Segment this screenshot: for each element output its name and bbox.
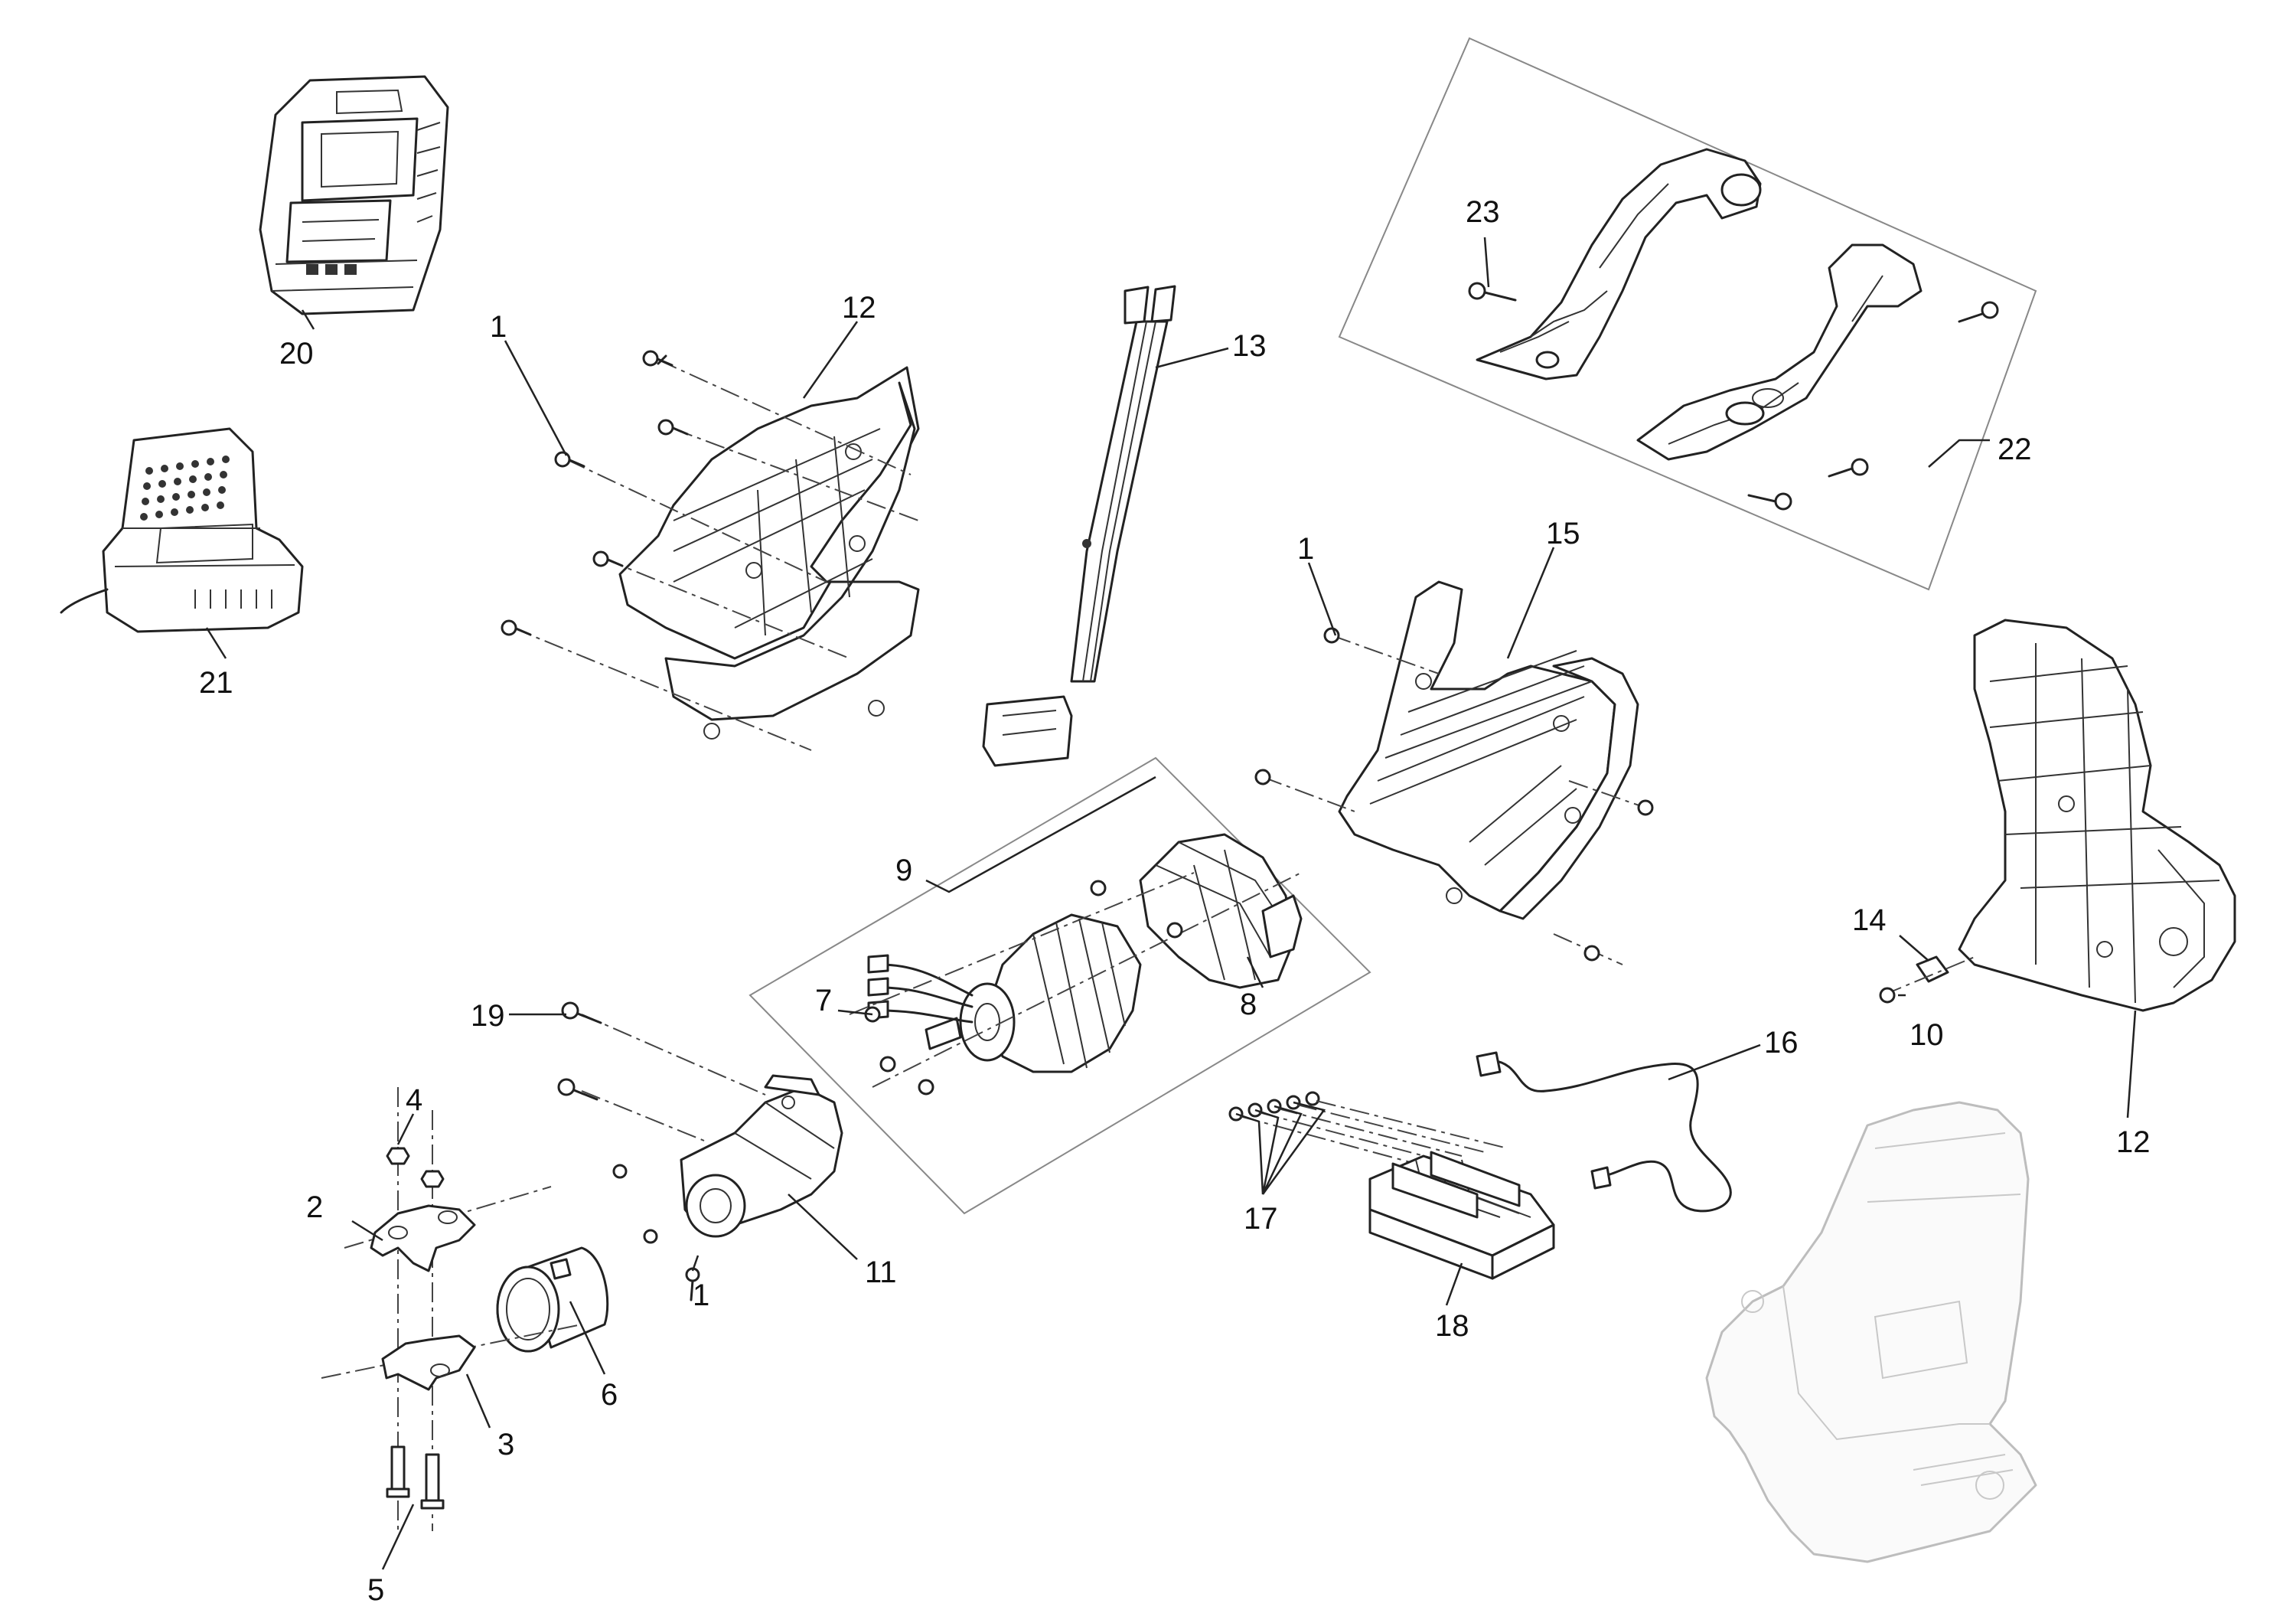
sleeve-part	[496, 1246, 609, 1353]
callout-2: 2	[306, 1190, 323, 1224]
upper-clamp-part	[370, 1204, 476, 1272]
leader-lines	[205, 237, 2137, 1570]
clamp-bolt-parts	[386, 1445, 445, 1510]
callout-1-left-housing: 1	[490, 310, 507, 344]
motor-assembly-group-box	[748, 756, 1371, 1215]
rear-handle-part	[1636, 243, 1923, 461]
callout-14: 14	[1852, 903, 1887, 937]
brush-leads-part	[867, 954, 974, 1024]
callout-19: 19	[471, 999, 505, 1033]
callout-7: 7	[815, 984, 832, 1017]
callout-12-left: 12	[842, 291, 876, 325]
motor-fan-housing-part	[1139, 833, 1303, 989]
inner-cover-part	[1338, 580, 1639, 920]
battery-pack-part	[259, 75, 449, 315]
motor-screws	[849, 872, 1302, 1096]
callout-10: 10	[1910, 1018, 1944, 1052]
callout-1-motor-mount: 1	[693, 1278, 709, 1312]
inner-cover-screws	[1254, 627, 1654, 965]
sensor-cable-part	[1476, 1051, 1732, 1213]
callout-4: 4	[406, 1083, 422, 1117]
reference-housing-ghost	[1705, 1101, 2037, 1563]
charger-part	[60, 427, 304, 633]
callout-labels: 1 1 1 2 3 4 5 6 7 8 9 10 11 12 12 13 14 …	[199, 195, 2151, 1607]
wiring-bar-part	[982, 285, 1176, 767]
callout-6: 6	[601, 1378, 618, 1412]
callout-20: 20	[279, 337, 314, 371]
motor-mount-part	[680, 1074, 843, 1238]
callout-15: 15	[1546, 517, 1580, 550]
left-housing-part	[618, 366, 920, 740]
callout-21: 21	[199, 666, 233, 700]
handle-screws	[1468, 282, 1999, 511]
motor-armature-part	[925, 913, 1142, 1073]
callout-11: 11	[865, 1256, 897, 1289]
callout-8: 8	[1240, 988, 1257, 1021]
small-screw-part	[1879, 987, 1896, 1004]
front-handle-part	[1476, 148, 1762, 380]
nut-parts	[386, 1147, 445, 1188]
callout-1-inner-cover: 1	[1297, 532, 1314, 566]
left-housing-screws	[501, 350, 919, 751]
callout-18: 18	[1435, 1309, 1469, 1343]
callout-9: 9	[895, 854, 912, 887]
controller-module-part	[1368, 1151, 1555, 1280]
handle-kit-group-box	[1338, 37, 2037, 591]
callout-13: 13	[1232, 329, 1267, 363]
callout-3: 3	[497, 1428, 514, 1461]
callout-16: 16	[1764, 1026, 1799, 1060]
clip-part	[1882, 955, 1975, 996]
callout-5: 5	[367, 1573, 384, 1607]
callout-22: 22	[1998, 433, 2032, 466]
callout-23: 23	[1466, 195, 1500, 229]
right-housing-part	[1958, 619, 2236, 1012]
callout-12-right: 12	[2116, 1125, 2151, 1159]
lower-clamp-part	[381, 1334, 476, 1391]
callout-17: 17	[1244, 1202, 1278, 1236]
